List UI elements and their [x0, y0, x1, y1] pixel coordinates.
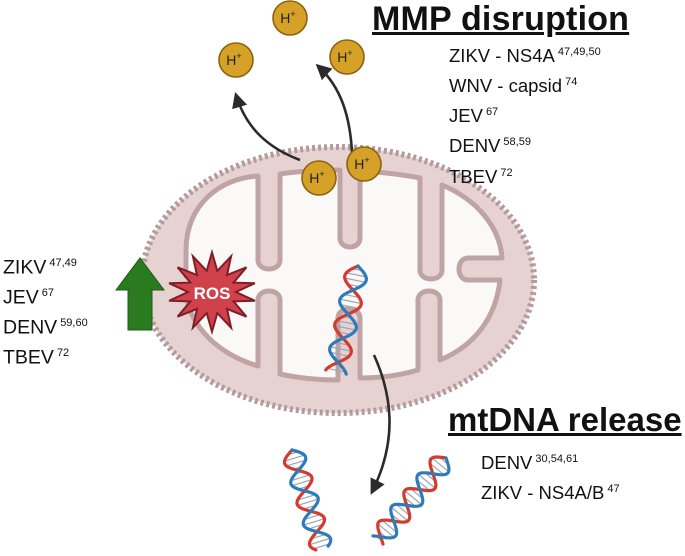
reference: 74	[565, 76, 578, 89]
proton-circle	[272, 0, 308, 36]
dna-helix-icon	[282, 448, 333, 552]
virus-label: ZIKV - NS4A/B	[481, 482, 605, 504]
proton-circle	[346, 146, 382, 182]
dna-rung	[416, 479, 431, 492]
mtdna-release-arrow	[370, 354, 391, 495]
reference: 30,54,61	[535, 453, 579, 465]
dna-strand	[328, 264, 369, 376]
dna-rung	[290, 474, 311, 482]
mtdna-strands	[282, 264, 451, 552]
ros-label: ROS	[194, 284, 231, 303]
dna-rung	[417, 473, 436, 489]
dna-rung	[327, 367, 346, 373]
dna-rung	[303, 518, 325, 526]
virus-label: ZIKV	[3, 256, 47, 279]
dna-rung	[284, 454, 305, 462]
dna-rung	[429, 462, 445, 476]
dna-rung	[309, 537, 331, 546]
dna-helix-icon	[371, 455, 451, 546]
ros-burst: ROS	[168, 248, 256, 336]
proton-icon: H+	[329, 39, 365, 75]
increase-arrow-icon	[115, 257, 165, 331]
dna-strand	[371, 456, 451, 540]
proton-icon: H+	[272, 0, 308, 36]
dna-rung	[339, 298, 362, 305]
dna-rung	[330, 346, 352, 352]
dna-rung	[334, 325, 356, 331]
dna-rung	[377, 523, 395, 538]
dna-rung	[431, 457, 449, 473]
reference: 67	[41, 287, 55, 299]
reference: 47	[607, 483, 620, 496]
proton-icon: H+	[301, 160, 337, 196]
proton-circle	[301, 160, 337, 196]
dna-rung	[297, 498, 319, 507]
virus-label: DENV	[449, 135, 501, 157]
dna-rung	[404, 490, 422, 506]
dna-rung	[381, 519, 398, 533]
dna-rung	[330, 351, 350, 357]
dna-rung	[313, 543, 330, 550]
reference: 47,49,50	[557, 46, 601, 58]
dna-rung	[395, 503, 411, 516]
proton-arrow-left	[232, 92, 301, 162]
outer-membrane-border	[139, 144, 537, 416]
virus-label: WNV - capsid	[449, 75, 563, 97]
dna-strand	[376, 455, 448, 546]
proton-circle	[218, 42, 254, 78]
reference: 72	[56, 347, 70, 359]
virus-label: JEV	[449, 105, 483, 127]
protons-group: H+H+H+H+H+	[218, 0, 382, 196]
dna-rung	[346, 272, 367, 278]
virus-label: TBEV	[449, 165, 498, 187]
dna-rung	[344, 293, 360, 299]
virus-label: ZIKV - NS4A	[449, 45, 555, 67]
dna-helix-icon	[324, 264, 369, 376]
proton-icon: H+	[218, 42, 254, 78]
dna-rung	[340, 304, 359, 310]
virus-label: DENV	[3, 316, 58, 339]
dna-rung	[390, 506, 409, 522]
dna-rung	[291, 479, 313, 487]
dna-rung	[297, 494, 316, 501]
dna-rung	[304, 513, 321, 521]
dna-rung	[286, 459, 306, 467]
reference: 59,60	[60, 317, 88, 329]
virus-label: DENV	[481, 452, 533, 474]
dna-strand	[324, 264, 364, 372]
dna-rung	[344, 277, 366, 283]
ros-star-icon	[168, 248, 256, 336]
reference: 72	[500, 166, 513, 179]
virus-label: JEV	[3, 286, 39, 309]
reference: 67	[485, 106, 499, 119]
virus-label: TBEV	[3, 346, 54, 369]
reference: 58,59	[503, 136, 531, 149]
mmp-disruption-title: MMP disruption	[372, 0, 630, 38]
proton-icon: H+	[346, 146, 382, 182]
proton-arrow-right	[315, 63, 354, 153]
dna-strand	[289, 448, 333, 548]
proton-circle	[329, 39, 365, 75]
mtdna-release-title: mtDNA release	[448, 401, 682, 438]
dna-rung	[336, 319, 356, 326]
reference: 47,49	[49, 257, 77, 269]
